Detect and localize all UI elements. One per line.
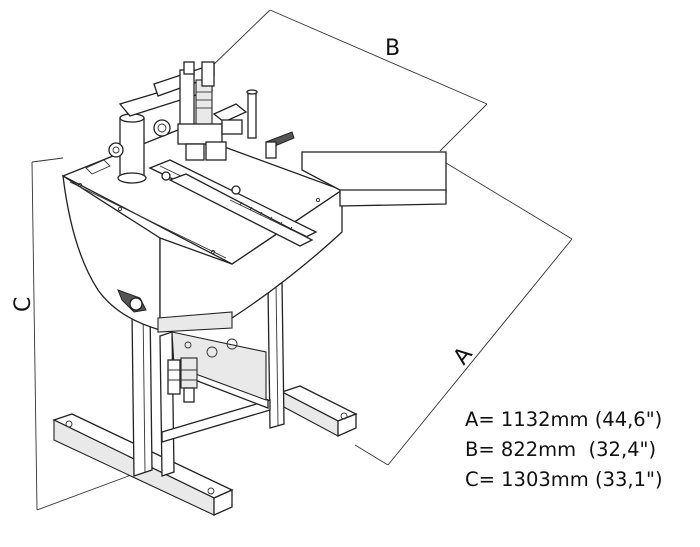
base-frame xyxy=(52,385,358,517)
dimension-b: B xyxy=(206,9,488,152)
spec-b: B= 822mm (32,4") xyxy=(465,438,657,461)
top-mechanism xyxy=(108,61,318,247)
side-table xyxy=(301,151,447,207)
dimension-b-label: B xyxy=(385,36,400,61)
spec-a: A= 1132mm (44,6") xyxy=(465,408,663,431)
dimension-c-label: C xyxy=(11,297,36,312)
dimension-a-label: A xyxy=(449,342,478,369)
dimension-c: C xyxy=(11,157,151,511)
filter-regulator xyxy=(167,357,198,403)
spec-c: C= 1303mm (33,1") xyxy=(465,468,663,491)
dimension-specs: A= 1132mm (44,6") B= 822mm (32,4") C= 13… xyxy=(465,405,695,495)
